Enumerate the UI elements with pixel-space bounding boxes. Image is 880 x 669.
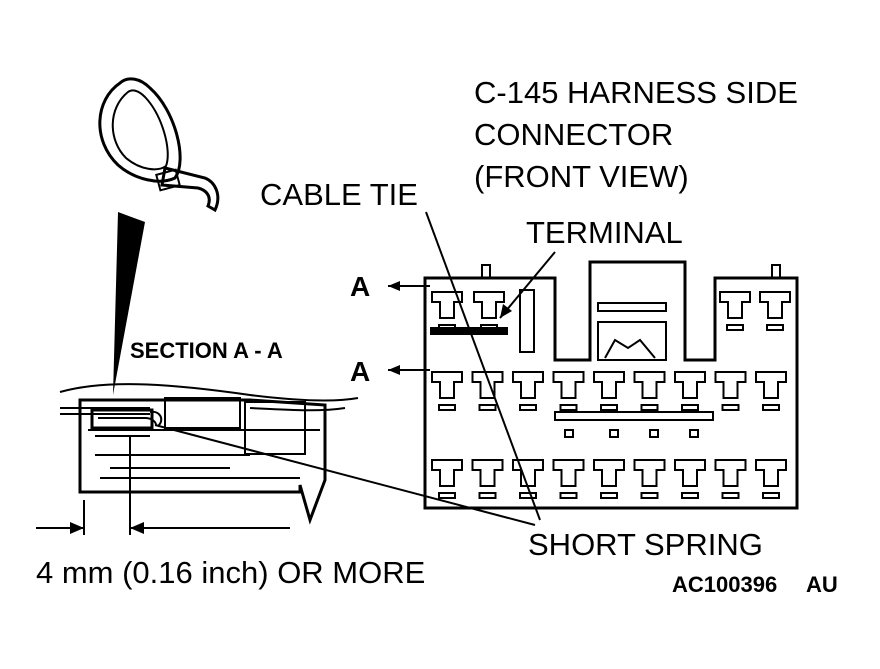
terminal-cavity-mid-1-slot <box>478 404 497 411</box>
terminal-cavity-top-1 <box>473 291 505 319</box>
terminal-cavity-mid-3-slot <box>559 404 578 411</box>
terminal-cavity-mid-2-slot <box>519 404 537 411</box>
pointer-wedge <box>113 212 145 395</box>
terminal-cavity-bot-7 <box>714 459 747 487</box>
contact-square-0 <box>564 429 574 438</box>
terminal-rows <box>431 291 791 499</box>
cable-tie-illustration <box>98 77 220 213</box>
contact-square-1 <box>609 429 619 438</box>
terminal-cavity-bot-6-slot <box>681 492 699 499</box>
section-view <box>59 383 359 525</box>
cable-tie-label: CABLE TIE <box>260 177 418 212</box>
terminal-cavity-bot-6 <box>674 459 706 487</box>
terminal-cavity-top-0 <box>431 291 463 319</box>
terminal-cavity-bot-3-slot <box>559 492 578 499</box>
section-title: SECTION A - A <box>130 338 283 363</box>
terminal-cavity-top-2-slot <box>726 324 744 331</box>
terminal-cavity-mid-3 <box>552 371 585 399</box>
contact-bar <box>554 411 714 421</box>
terminal-cavity-top-3 <box>759 291 791 319</box>
connector-title-line3: (FRONT VIEW) <box>474 159 689 194</box>
terminal-cavity-mid-4 <box>593 371 625 399</box>
terminal-cavity-bot-5-slot <box>640 492 659 499</box>
terminal-cavity-bot-0 <box>431 459 463 487</box>
section-marker-bottom: A <box>350 356 370 387</box>
terminal-cavity-mid-8 <box>755 371 787 399</box>
connector-title-line1: C-145 HARNESS SIDE <box>474 75 798 110</box>
terminal-cavity-mid-4-slot <box>600 404 618 411</box>
dimension-marker <box>36 490 290 535</box>
terminal-cavity-top-0-slot <box>438 324 456 331</box>
contact-square-3 <box>689 429 699 438</box>
terminal-cavity-bot-3 <box>552 459 585 487</box>
terminal-cavity-mid-0-slot <box>438 404 456 411</box>
terminal-cavity-top-2 <box>719 291 751 319</box>
terminal-cavity-mid-6-slot <box>681 404 699 411</box>
terminal-cavity-bot-1 <box>471 459 504 487</box>
terminal-cavity-mid-1 <box>471 371 504 399</box>
terminal-cavity-bot-5 <box>633 459 666 487</box>
figure-suffix: AU <box>806 572 838 597</box>
terminal-cavity-mid-5 <box>633 371 666 399</box>
terminal-cavity-bot-7-slot <box>721 492 740 499</box>
connector-front-view <box>423 260 799 510</box>
terminal-cavity-bot-8-slot <box>762 492 780 499</box>
terminal-label: TERMINAL <box>526 215 683 250</box>
terminal-cavity-mid-5-slot <box>640 404 659 411</box>
terminal-cavity-mid-7-slot <box>721 404 740 411</box>
terminal-cavity-bot-2-slot <box>519 492 537 499</box>
short-spring-label: SHORT SPRING <box>528 527 763 562</box>
dimension-label: 4 mm (0.16 inch) OR MORE <box>36 555 425 590</box>
terminal-cavity-mid-8-slot <box>762 404 780 411</box>
terminal-cavity-bot-4-slot <box>600 492 618 499</box>
section-marker-top: A <box>350 271 370 302</box>
terminal-cavity-bot-4 <box>593 459 625 487</box>
terminal-cavity-top-3-slot <box>766 324 784 331</box>
connector-title-line2: CONNECTOR <box>474 117 673 152</box>
terminal-cavity-bot-8 <box>755 459 787 487</box>
terminal-cavity-mid-0 <box>431 371 463 399</box>
figure-code: AC100396 <box>672 572 777 597</box>
terminal-cavity-bot-2 <box>512 459 544 487</box>
terminal-cavity-mid-6 <box>674 371 706 399</box>
terminal-cavity-bot-1-slot <box>478 492 497 499</box>
terminal-cavity-top-1-slot <box>480 324 498 331</box>
terminal-cavity-mid-7 <box>714 371 747 399</box>
terminal-cavity-bot-0-slot <box>438 492 456 499</box>
terminal-cavity-mid-2 <box>512 371 544 399</box>
contact-square-2 <box>649 429 659 438</box>
